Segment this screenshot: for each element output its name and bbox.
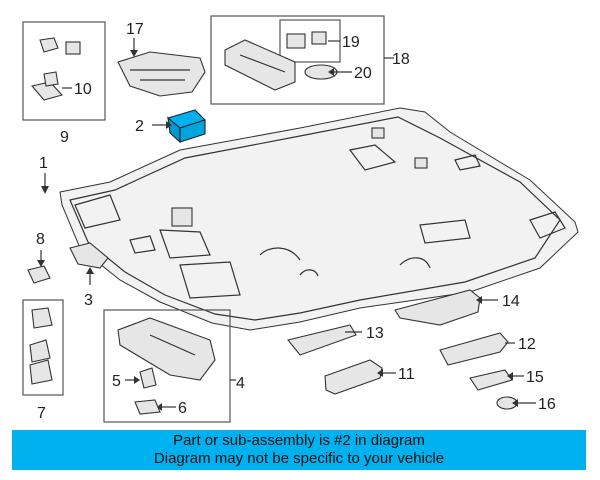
- bulb-part[interactable]: [39, 37, 81, 55]
- group-box-7: [22, 299, 64, 396]
- bulb-part-19[interactable]: [286, 31, 327, 49]
- callout-12: 12: [518, 336, 536, 353]
- clip-part-8[interactable]: [27, 265, 51, 284]
- arrowhead-2: [166, 121, 172, 129]
- info-banner: Part or sub-assembly is #2 in diagram Di…: [12, 430, 586, 470]
- callout-14: 14: [502, 293, 520, 310]
- callout-18: 18: [392, 51, 410, 68]
- clip-part-5[interactable]: [139, 367, 157, 389]
- callout-4: 4: [236, 375, 245, 392]
- banner-line-2: Diagram may not be specific to your vehi…: [153, 450, 445, 467]
- group-box-4: [103, 309, 231, 423]
- callout-10: 10: [74, 81, 92, 98]
- callout-11: 11: [398, 366, 415, 383]
- callout-2: 2: [135, 118, 144, 135]
- clip-part-7[interactable]: [29, 307, 53, 385]
- handle-part-12[interactable]: [439, 332, 509, 366]
- callout-15: 15: [526, 369, 544, 386]
- callout-20: 20: [354, 65, 372, 82]
- lamp-part-15[interactable]: [469, 369, 513, 391]
- part-2-highlighted[interactable]: [166, 109, 207, 144]
- callout-7: 7: [37, 405, 46, 422]
- lamp-housing-part-10[interactable]: [30, 71, 64, 101]
- plug-part-6[interactable]: [134, 399, 161, 415]
- callout-17: 17: [126, 21, 144, 38]
- group-box-9: [22, 21, 106, 121]
- grab-handle-part-13[interactable]: [287, 324, 357, 356]
- parts-diagram: 2 1 10 9 17 18 19 20 8: [22, 15, 579, 423]
- clip-part-3[interactable]: [69, 242, 109, 269]
- callout-8: 8: [36, 231, 45, 248]
- headliner-part-1[interactable]: [59, 107, 579, 331]
- callout-19: 19: [342, 34, 360, 51]
- callout-13: 13: [366, 325, 384, 342]
- callout-1: 1: [39, 155, 48, 172]
- group-box-18: [210, 15, 385, 105]
- map-lamp-part[interactable]: [224, 39, 296, 91]
- grab-handle-part-11[interactable]: [324, 359, 383, 395]
- console-part-14[interactable]: [394, 289, 481, 326]
- callout-9: 9: [60, 129, 69, 146]
- sun-visor-part[interactable]: [117, 317, 216, 381]
- dome-lamp-part-17[interactable]: [117, 51, 206, 97]
- banner-line-1: Part or sub-assembly is #2 in diagram: [173, 432, 425, 449]
- callout-6: 6: [178, 400, 187, 417]
- callout-5: 5: [112, 373, 121, 390]
- callout-16: 16: [538, 396, 556, 413]
- callout-3: 3: [84, 292, 93, 309]
